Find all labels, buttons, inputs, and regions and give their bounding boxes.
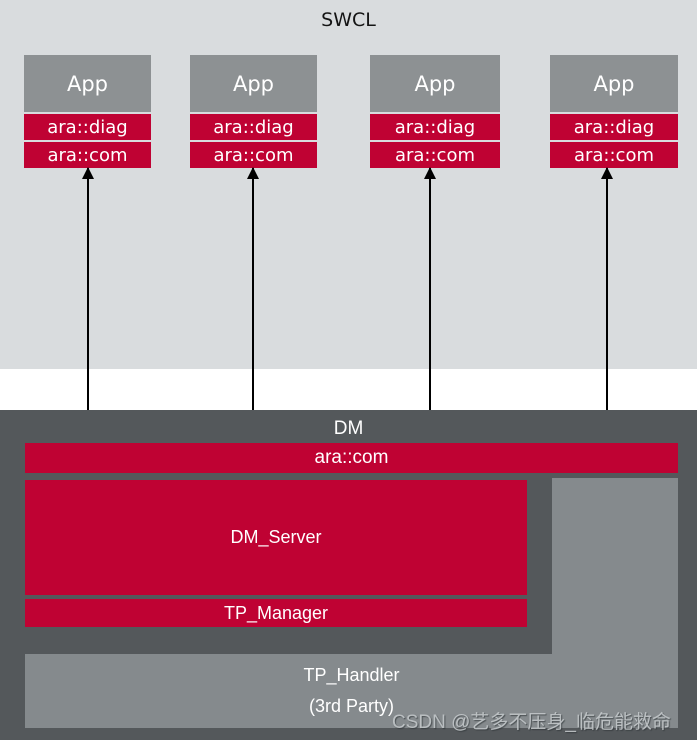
app-layer-ara-diag: ara::diag — [550, 114, 678, 140]
connector-line-3 — [424, 167, 436, 444]
app-box-1: App ara::diag ara::com — [24, 55, 151, 168]
dm-server-box: DM_Server — [25, 480, 527, 595]
tp-manager-bar: TP_Manager — [25, 599, 527, 627]
dm-container: DM ara::com DM_Server TP_Manager TP_Hand… — [0, 410, 697, 740]
app-title: App — [190, 55, 317, 112]
dm-ara-com-bar: ara::com — [25, 443, 678, 473]
app-title: App — [370, 55, 500, 112]
app-title: App — [550, 55, 678, 112]
connector-line-2 — [247, 167, 259, 444]
connector-line-4 — [601, 167, 613, 444]
app-box-3: App ara::diag ara::com — [370, 55, 500, 168]
app-title: App — [24, 55, 151, 112]
app-layer-ara-diag: ara::diag — [190, 114, 317, 140]
dm-title: DM — [333, 418, 364, 439]
connector-line-1 — [82, 167, 94, 444]
csdn-watermark: CSDN @艺多不压身_临危能救命 — [392, 712, 671, 733]
arrow-up-icon — [424, 167, 436, 179]
arrow-up-icon — [247, 167, 259, 179]
tp-handler-sublabel: (3rd Party) — [308, 696, 395, 716]
tp-handler-box: TP_Handler (3rd Party) — [25, 654, 678, 728]
app-layer-ara-diag: ara::diag — [370, 114, 500, 140]
app-layer-ara-com: ara::com — [190, 142, 317, 168]
arrow-up-icon — [601, 167, 613, 179]
tp-handler-right-column — [552, 478, 678, 655]
swcl-container: SWCL App ara::diag ara::com App ara::dia… — [0, 0, 697, 369]
app-box-2: App ara::diag ara::com — [190, 55, 317, 168]
tp-handler-label: TP_Handler — [303, 665, 400, 685]
swcl-title: SWCL — [321, 9, 376, 31]
app-layer-ara-diag: ara::diag — [24, 114, 151, 140]
app-box-4: App ara::diag ara::com — [550, 55, 678, 168]
arrow-up-icon — [82, 167, 94, 179]
app-layer-ara-com: ara::com — [370, 142, 500, 168]
app-layer-ara-com: ara::com — [550, 142, 678, 168]
app-layer-ara-com: ara::com — [24, 142, 151, 168]
